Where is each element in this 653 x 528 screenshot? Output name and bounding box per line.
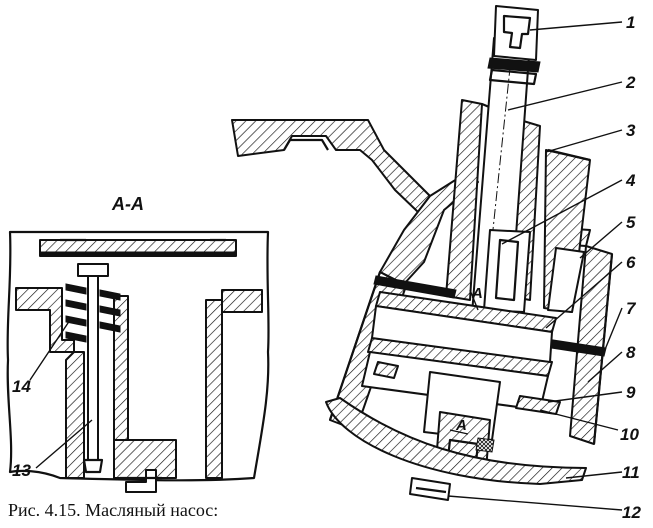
callout-3: 3 bbox=[626, 121, 636, 140]
oil-intake bbox=[423, 371, 501, 471]
mounting-bracket bbox=[231, 119, 431, 213]
pump-cup bbox=[543, 148, 591, 313]
valve-spring bbox=[65, 283, 121, 343]
callout-13: 13 bbox=[12, 461, 31, 480]
callout-14: 14 bbox=[12, 377, 31, 396]
section-a-a-view: A-A bbox=[6, 194, 270, 493]
leader-lines bbox=[447, 21, 623, 511]
pump-main-view: A A 1 2 3 4 5 6 7 8 bbox=[231, 5, 641, 522]
callout-12: 12 bbox=[622, 503, 641, 522]
cover-plate bbox=[367, 291, 557, 377]
rotor bbox=[483, 229, 531, 313]
callout-5: 5 bbox=[626, 213, 636, 232]
section-cut-marks: A A bbox=[449, 285, 483, 435]
cut-mark-lower: A bbox=[455, 417, 467, 434]
figure-caption: Рис. 4.15. Масляный насос: bbox=[8, 500, 219, 520]
callout-1: 1 bbox=[626, 13, 635, 32]
callout-11: 11 bbox=[622, 463, 640, 482]
callout-8: 8 bbox=[626, 343, 636, 362]
drain-bolt bbox=[409, 477, 451, 501]
callout-numbers-main: 1 2 3 4 5 6 7 8 9 10 11 12 bbox=[620, 13, 641, 522]
upper-gasket bbox=[373, 275, 457, 299]
callout-7: 7 bbox=[626, 299, 637, 318]
shaft-coupling bbox=[487, 5, 541, 86]
callout-6: 6 bbox=[626, 253, 636, 272]
section-title: A-A bbox=[111, 194, 144, 214]
callout-2: 2 bbox=[625, 73, 636, 92]
callout-10: 10 bbox=[620, 425, 639, 444]
cut-mark-upper: A bbox=[471, 285, 483, 302]
oil-strainer bbox=[325, 397, 587, 485]
callout-9: 9 bbox=[626, 383, 636, 402]
callout-4: 4 bbox=[625, 171, 636, 190]
